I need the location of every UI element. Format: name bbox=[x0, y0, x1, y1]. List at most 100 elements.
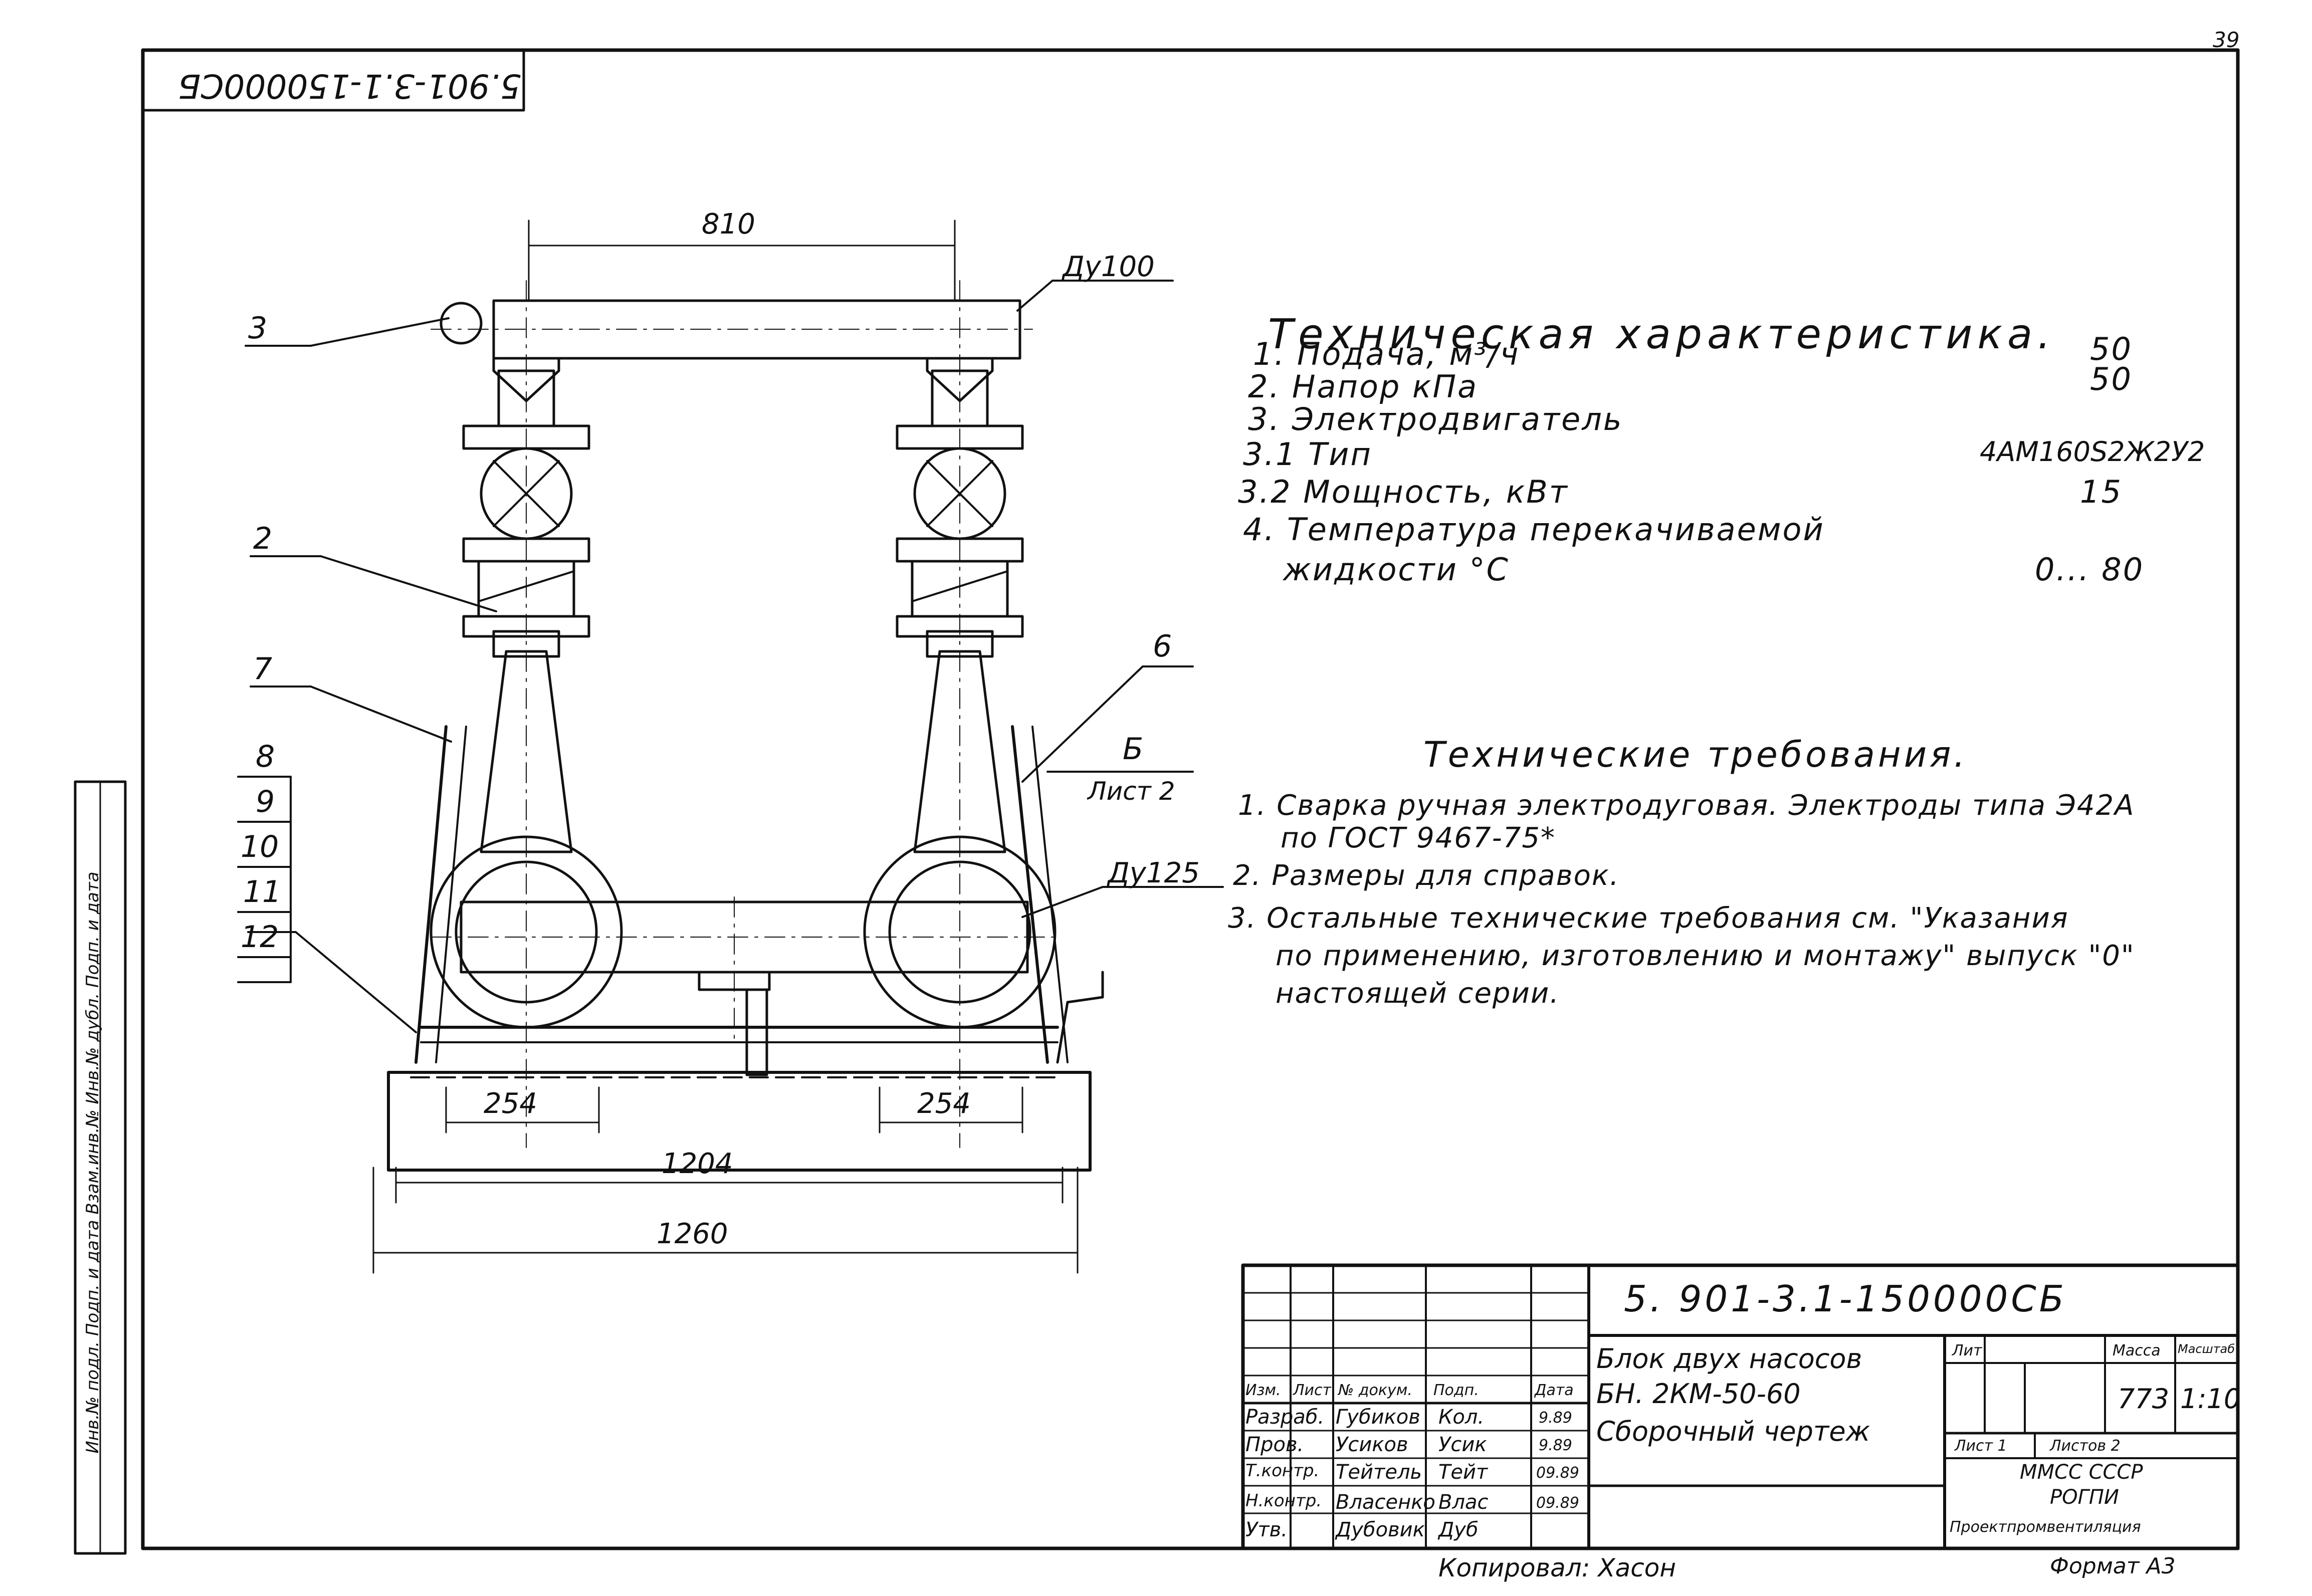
tech-spec-row-31-value: 4АМ160S2Ж2У2 bbox=[1980, 436, 2205, 468]
tech-spec-row-32-value: 15 bbox=[2080, 474, 2123, 510]
mid-support-post bbox=[745, 988, 768, 1076]
tech-spec-row-4-label: 4. Температура перекачиваемой bbox=[1243, 511, 1825, 548]
callout-8: 8 bbox=[256, 739, 275, 774]
callout-7: 7 bbox=[253, 651, 273, 687]
tb-date-5: 09.89 bbox=[1536, 1494, 1579, 1512]
tb-org-2: РОГПИ bbox=[2050, 1486, 2119, 1509]
tb-scale-label: Масштаб bbox=[2178, 1342, 2235, 1356]
right-elbow bbox=[926, 357, 994, 402]
tb-role-2: Пров. bbox=[1245, 1433, 1304, 1456]
tech-spec-title: Техническая характеристика. bbox=[1268, 311, 2056, 358]
tb-name-6: Дубовик bbox=[1336, 1518, 1425, 1541]
tech-spec-row-3-label: 3. Электродвигатель bbox=[1248, 401, 1623, 437]
callout-12: 12 bbox=[241, 920, 279, 955]
callout-6: 6 bbox=[1153, 629, 1172, 664]
dim-1260: 1260 bbox=[657, 1218, 728, 1250]
section-mark-letter: Б bbox=[1123, 732, 1144, 767]
right-diffuser bbox=[913, 650, 1006, 853]
tb-sheets: Листов 2 bbox=[2050, 1437, 2121, 1455]
callout-3: 3 bbox=[248, 311, 268, 346]
left-diffuser bbox=[480, 650, 573, 853]
callout-2: 2 bbox=[253, 521, 273, 556]
tb-sign-2: Усик bbox=[1438, 1433, 1487, 1456]
tech-spec-row-32-label: 3.2 Мощность, кВт bbox=[1238, 474, 1569, 510]
callout-9: 9 bbox=[256, 784, 275, 819]
callout-10: 10 bbox=[241, 829, 279, 864]
tech-req-title: Технические требования. bbox=[1423, 734, 1968, 775]
tech-req-line-3: 2. Размеры для справок. bbox=[1233, 859, 1620, 892]
tb-sign-3: Тейт bbox=[1438, 1461, 1488, 1484]
tech-req-line-1: 1. Сварка ручная электродуговая. Электро… bbox=[1238, 789, 2135, 822]
tb-role-6: Утв. bbox=[1245, 1518, 1288, 1541]
base-plinth bbox=[387, 1071, 1092, 1172]
tb-role-5: Н.контр. bbox=[1245, 1491, 1322, 1511]
right-pump-inner bbox=[888, 860, 1031, 1004]
tb-sign-1: Кол. bbox=[1438, 1406, 1485, 1429]
tb-header-doc: № докум. bbox=[1338, 1382, 1412, 1399]
side-stamp: Инв.№ подл. Подп. и дата Взам.инв.№ Инв.… bbox=[83, 871, 103, 1454]
tech-spec-row-4-value: 0... 80 bbox=[2035, 551, 2145, 588]
tb-date-1: 9.89 bbox=[1539, 1409, 1572, 1427]
tb-name-2: Усиков bbox=[1336, 1433, 1408, 1456]
right-coupling bbox=[926, 630, 994, 658]
callout-11: 11 bbox=[243, 874, 282, 909]
tb-header-sign: Подп. bbox=[1433, 1382, 1479, 1399]
pipe-du100-label: Ду100 bbox=[1063, 251, 1155, 283]
corner-code: 5.901-3.1-150000СБ bbox=[178, 67, 521, 105]
title-block-name-1: Блок двух насосов bbox=[1596, 1343, 1862, 1375]
tb-scale: 1:10 bbox=[2180, 1383, 2241, 1415]
tb-role-1: Разраб. bbox=[1245, 1406, 1325, 1429]
tb-lit-label: Лит bbox=[1952, 1342, 1982, 1359]
dim-254-left: 254 bbox=[484, 1087, 537, 1120]
tech-req-line-2: по ГОСТ 9467-75* bbox=[1281, 822, 1556, 854]
sheet-format: Формат А3 bbox=[2050, 1553, 2176, 1579]
tb-date-3: 09.89 bbox=[1536, 1464, 1579, 1482]
section-mark-sheet: Лист 2 bbox=[1088, 777, 1175, 806]
tech-spec-row-4b-label: жидкости °С bbox=[1283, 551, 1510, 588]
mid-support bbox=[698, 971, 771, 991]
header-cap bbox=[440, 302, 483, 345]
left-brace bbox=[414, 725, 448, 1064]
tb-header-date: Дата bbox=[1535, 1382, 1574, 1399]
corner-code-frame bbox=[141, 49, 525, 112]
tech-spec-row-2-label: 2. Напор кПа bbox=[1248, 368, 1479, 405]
tb-name-1: Губиков bbox=[1336, 1406, 1420, 1429]
tb-mass-label: Масса bbox=[2113, 1342, 2161, 1359]
right-brace bbox=[1011, 725, 1049, 1064]
tb-header-list: Лист bbox=[1293, 1382, 1332, 1399]
tech-spec-row-31-label: 3.1 Тип bbox=[1243, 436, 1373, 473]
pipe-du125-label: Ду125 bbox=[1108, 857, 1200, 889]
tb-mass: 773 bbox=[2118, 1383, 2170, 1415]
title-block-frame bbox=[1241, 1263, 2240, 1550]
tb-date-2: 9.89 bbox=[1539, 1437, 1572, 1454]
tech-req-line-6: настоящей серии. bbox=[1276, 977, 1560, 1010]
left-coupling bbox=[492, 630, 560, 658]
top-header-pipe bbox=[492, 299, 1021, 360]
tech-spec-row-1-label: 1. Подача, м³/ч bbox=[1253, 336, 1520, 372]
dim-810: 810 bbox=[702, 208, 755, 241]
left-pump-inner bbox=[455, 860, 598, 1004]
tech-req-line-5: по применению, изготовлению и монтажу" в… bbox=[1276, 940, 2135, 972]
tb-sheet: Лист 1 bbox=[1955, 1437, 2007, 1455]
title-block-code: 5. 901-3.1-150000СБ bbox=[1624, 1278, 2067, 1320]
copied-by: Копировал: Хасон bbox=[1438, 1553, 1676, 1582]
tb-sign-5: Влас bbox=[1438, 1491, 1489, 1514]
tech-spec-row-2-value: 50 bbox=[2090, 361, 2133, 397]
title-block-name-2: БН. 2КМ-50-60 bbox=[1596, 1378, 1801, 1410]
tb-role-3: Т.контр. bbox=[1245, 1461, 1320, 1481]
tb-name-3: Тейтель bbox=[1336, 1461, 1422, 1484]
tech-spec-row-1-value: 50 bbox=[2090, 331, 2133, 367]
right-bracket bbox=[1056, 971, 1104, 1064]
tb-header-izm: Изм. bbox=[1245, 1382, 1281, 1399]
dim-1204: 1204 bbox=[662, 1148, 733, 1180]
dim-254-right: 254 bbox=[917, 1087, 971, 1120]
sheet-frame bbox=[141, 48, 2240, 1550]
page-number: 39 bbox=[2213, 28, 2240, 52]
left-elbow bbox=[492, 357, 560, 402]
tech-req-line-4: 3. Остальные технические требования см. … bbox=[1228, 902, 2069, 935]
tb-org-3: Проектпромвентиляция bbox=[1950, 1518, 2141, 1536]
tb-org-1: ММСС СССР bbox=[2020, 1461, 2143, 1484]
tb-sign-6: Дуб bbox=[1438, 1518, 1479, 1541]
title-block-name-3: Сборочный чертеж bbox=[1596, 1416, 1870, 1447]
